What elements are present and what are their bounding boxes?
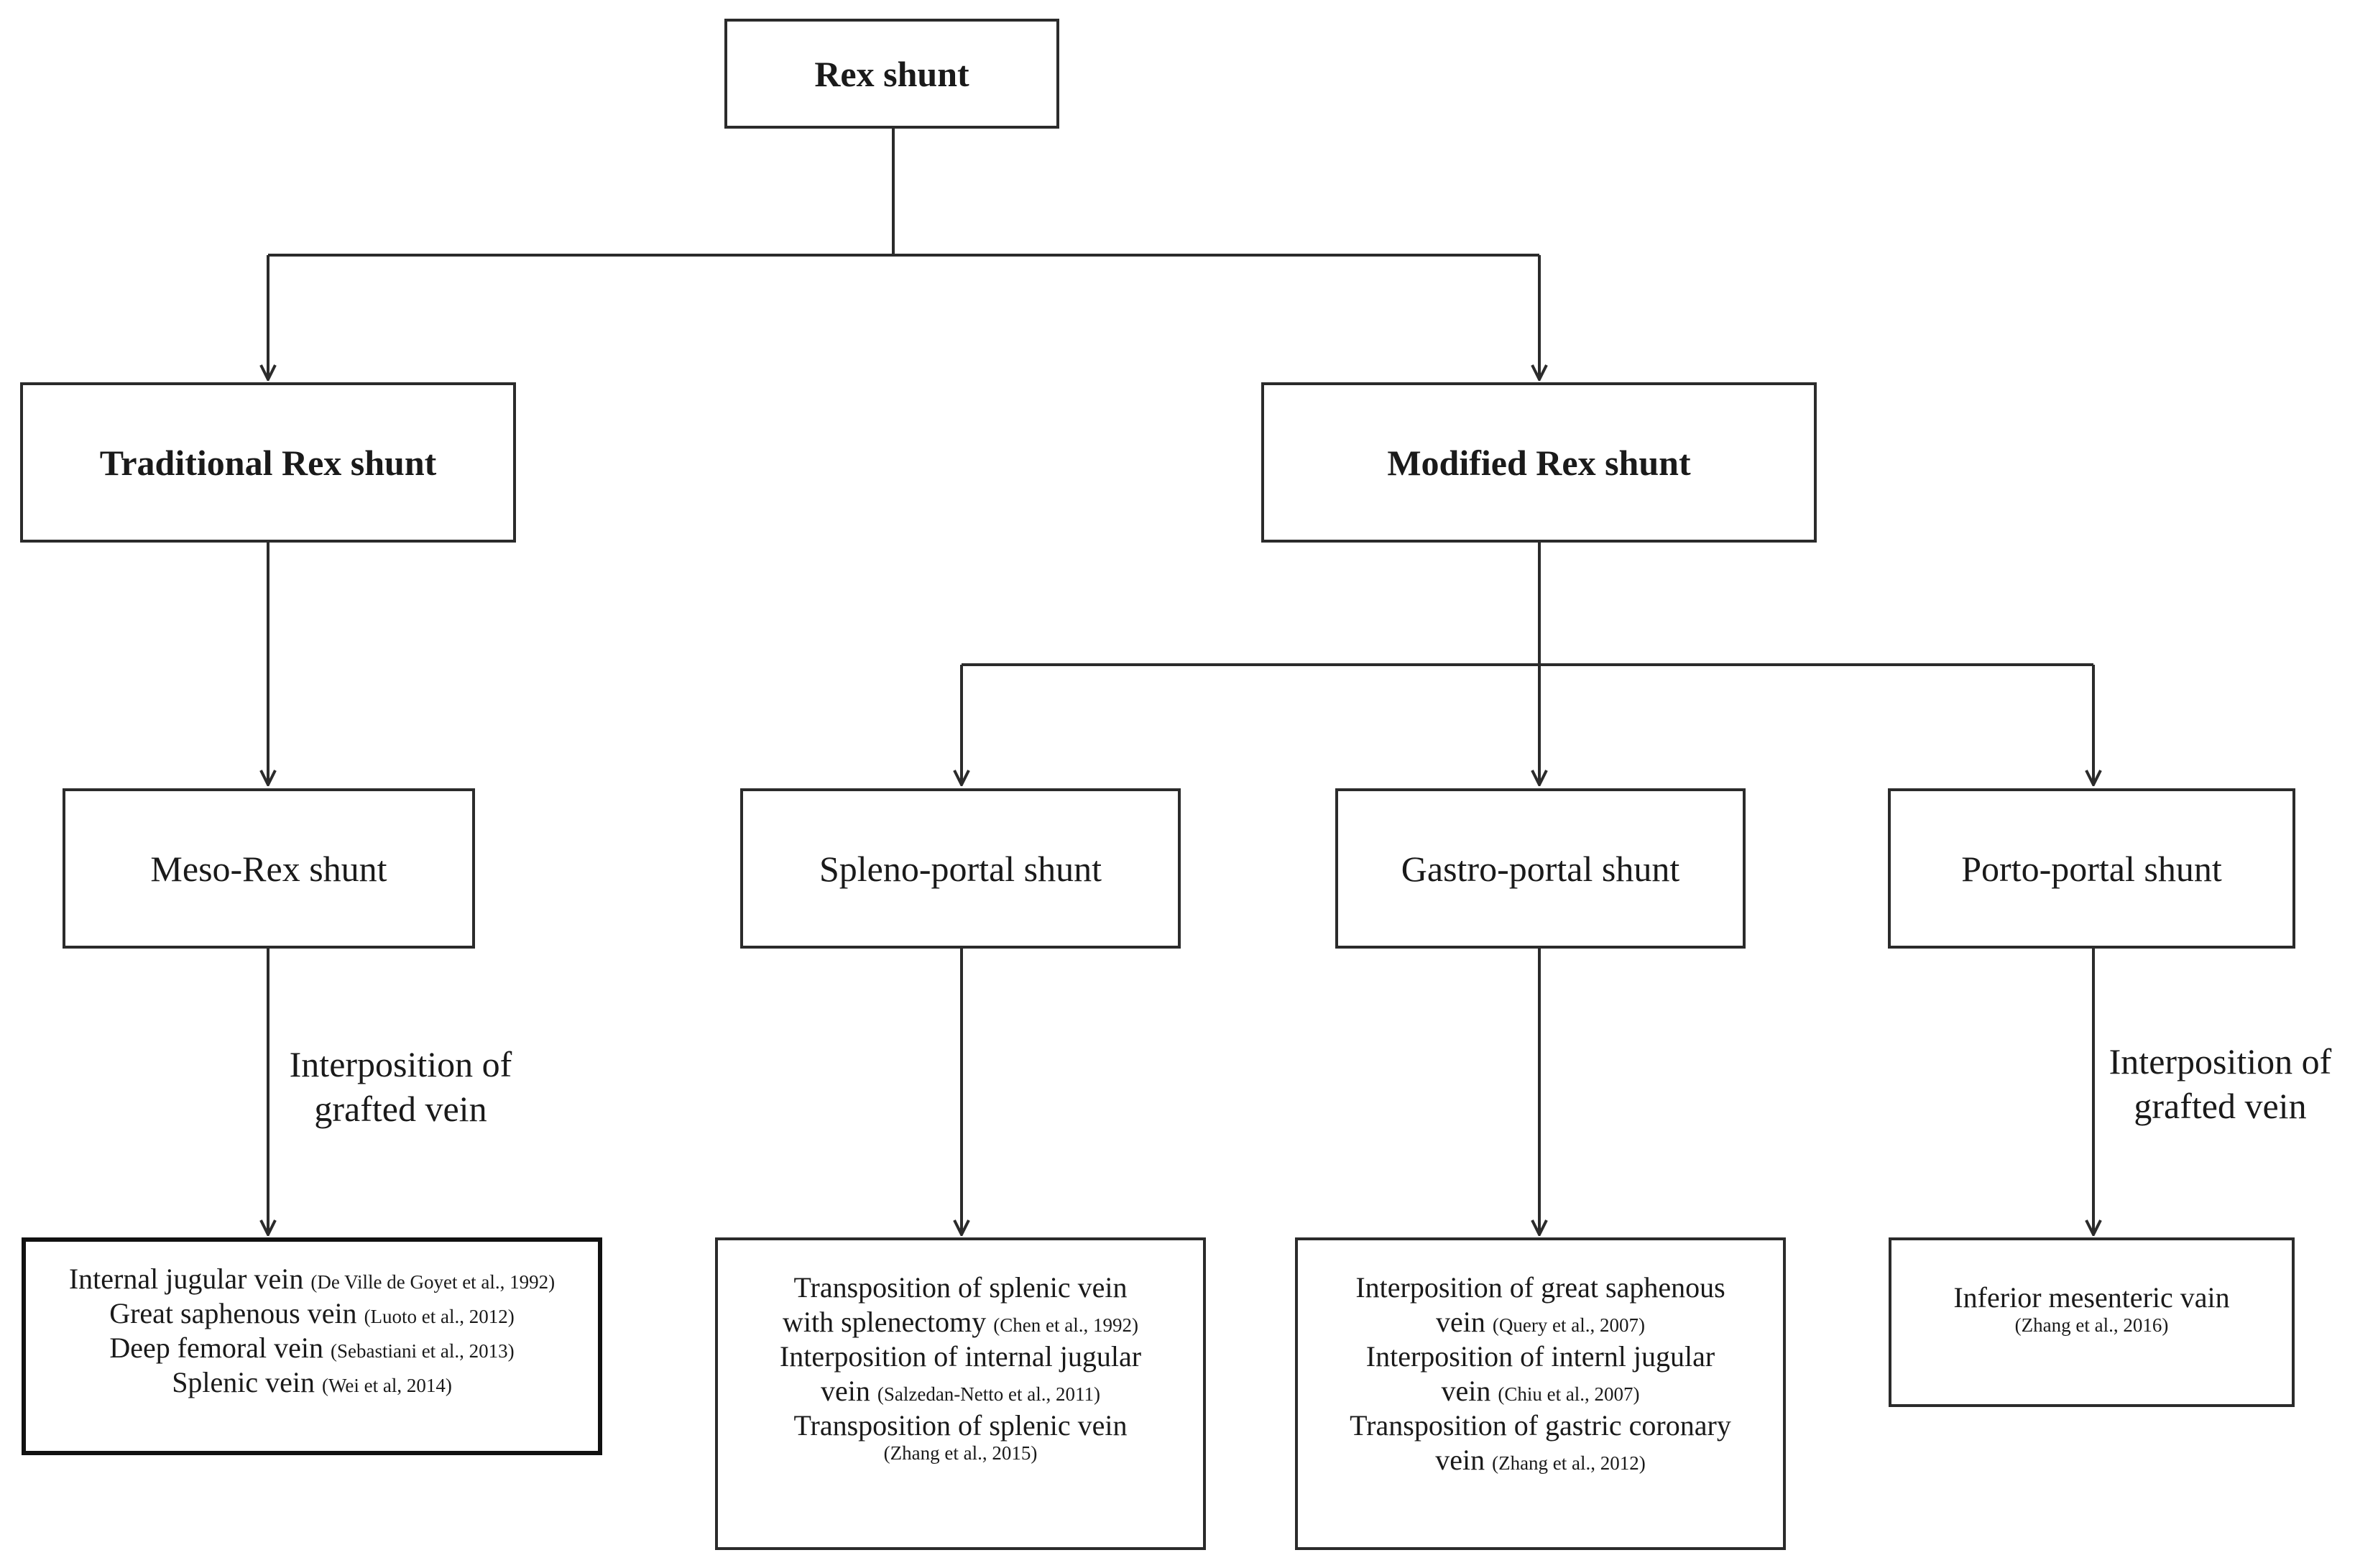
traditional-rex-shunt-label: Traditional Rex shunt (99, 442, 437, 483)
graft-reference: (De Ville de Goyet et al., 1992) (310, 1271, 556, 1293)
graft-name: Interposition of great saphenous (1355, 1271, 1725, 1304)
edge-label-line: grafted vein (2134, 1086, 2307, 1126)
graft-name: Transposition of splenic vein (793, 1409, 1128, 1442)
graft-item: with splenectomy (Chen et al., 1992) (783, 1305, 1138, 1339)
graft-reference: (Wei et al, 2014) (322, 1375, 452, 1396)
graft-name: with splenectomy (783, 1306, 987, 1338)
porto-portal-shunt-box: Porto-portal shunt (1888, 788, 2295, 949)
graft-name: Inferior mesenteric vain (1953, 1281, 2230, 1314)
graft-reference: (Zhang et al., 2015) (883, 1442, 1038, 1464)
graft-name: Splenic vein (172, 1366, 315, 1398)
graft-item: vein (Salzedan-Netto et al., 2011) (821, 1374, 1100, 1408)
graft-name: Internal jugular vein (68, 1263, 304, 1295)
graft-item: Deep femoral vein (Sebastiani et al., 20… (109, 1331, 514, 1365)
spleno-portal-shunt-label: Spleno-portal shunt (819, 848, 1102, 889)
graft-reference: (Chen et al., 1992) (993, 1314, 1138, 1336)
graft-item: Interposition of internl jugular (1366, 1339, 1715, 1374)
graft-item: Interposition of internal jugular (780, 1339, 1141, 1374)
graft-name: vein (820, 1375, 870, 1407)
graft-name: Transposition of gastric coronary (1350, 1409, 1731, 1442)
graft-item: vein (Query et al., 2007) (1436, 1305, 1645, 1339)
porto-portal-edge-label: Interposition of grafted vein (2100, 1039, 2341, 1128)
graft-item: Great saphenous vein (Luoto et al., 2012… (109, 1296, 515, 1331)
graft-item: Inferior mesenteric vain (1953, 1281, 2229, 1315)
graft-name: Deep femoral vein (109, 1332, 323, 1364)
graft-item: Internal jugular vein (De Ville de Goyet… (69, 1262, 555, 1296)
modified-rex-shunt-box: Modified Rex shunt (1261, 382, 1817, 543)
graft-name: vein (1435, 1444, 1485, 1476)
edge-label-line: Interposition of (289, 1044, 512, 1084)
graft-item: Transposition of splenic vein (793, 1270, 1127, 1305)
graft-reference: (Luoto et al., 2012) (364, 1306, 515, 1327)
graft-name: Great saphenous vein (109, 1297, 357, 1329)
graft-reference: (Query et al., 2007) (1492, 1314, 1646, 1336)
graft-name: Interposition of internal jugular (779, 1340, 1142, 1373)
modified-rex-shunt-label: Modified Rex shunt (1387, 442, 1691, 483)
porto-portal-shunt-label: Porto-portal shunt (1961, 848, 2222, 889)
graft-item: vein (Chiu et al., 2007) (1441, 1374, 1639, 1408)
graft-item: Transposition of gastric coronary (1350, 1408, 1731, 1443)
gastro-portal-shunt-label: Gastro-portal shunt (1401, 848, 1680, 889)
graft-name: Transposition of splenic vein (793, 1271, 1128, 1304)
graft-reference: (Zhang et al., 2016) (2014, 1314, 2169, 1336)
graft-name: Interposition of internl jugular (1365, 1340, 1715, 1373)
graft-item: Transposition of splenic vein (793, 1408, 1127, 1443)
rex-shunt-box: Rex shunt (724, 19, 1059, 129)
edge-label-line: Interposition of (2109, 1041, 2332, 1082)
spleno-portal-shunt-box: Spleno-portal shunt (740, 788, 1181, 949)
meso-rex-edge-label: Interposition of grafted vein (280, 1042, 521, 1131)
graft-item: vein (Zhang et al., 2012) (1435, 1443, 1646, 1477)
traditional-rex-shunt-box: Traditional Rex shunt (20, 382, 516, 543)
meso-rex-shunt-label: Meso-Rex shunt (150, 848, 387, 889)
graft-reference: (Sebastiani et al., 2013) (330, 1340, 515, 1362)
gastro-portal-shunt-box: Gastro-portal shunt (1335, 788, 1746, 949)
edge-label-line: grafted vein (314, 1089, 487, 1129)
meso-rex-shunt-box: Meso-Rex shunt (63, 788, 475, 949)
graft-reference: (Chiu et al., 2007) (1498, 1383, 1640, 1405)
graft-name: vein (1441, 1375, 1491, 1407)
graft-item: Interposition of great saphenous (1355, 1270, 1725, 1305)
graft-reference: (Zhang et al., 2012) (1492, 1452, 1646, 1474)
graft-reference: (Salzedan-Netto et al., 2011) (877, 1383, 1100, 1405)
porto-portal-grafts-box: Inferior mesenteric vain (Zhang et al., … (1889, 1237, 2295, 1407)
gastro-portal-grafts-box: Interposition of great saphenous vein (Q… (1295, 1237, 1786, 1550)
rex-shunt-label: Rex shunt (814, 53, 969, 94)
graft-item: Splenic vein (Wei et al, 2014) (172, 1365, 452, 1400)
spleno-portal-grafts-box: Transposition of splenic vein with splen… (715, 1237, 1206, 1550)
graft-name: vein (1435, 1306, 1485, 1338)
meso-rex-grafts-box: Internal jugular vein (De Ville de Goyet… (22, 1237, 602, 1455)
